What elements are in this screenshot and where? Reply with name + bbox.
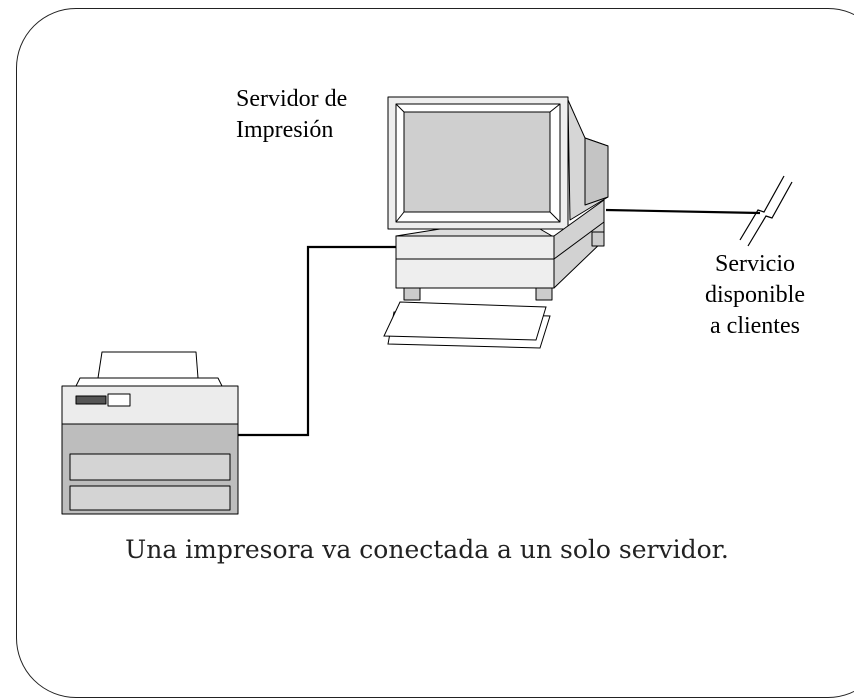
diagram-canvas	[61, 96, 793, 515]
service-label-line3: a clientes	[710, 313, 800, 339]
print-server-computer-icon	[387, 96, 609, 301]
keyboard-icon	[383, 301, 551, 349]
service-label-line1: Servicio	[715, 251, 795, 277]
printer-icon	[61, 351, 239, 515]
printer-server-cable	[238, 245, 396, 437]
network-lightning-icon	[739, 175, 793, 247]
server-network-cable	[605, 208, 761, 215]
server-label: Servidor de Impresión	[236, 84, 347, 146]
server-label-line1: Servidor de	[236, 86, 348, 112]
service-label-line2: disponible	[705, 282, 805, 308]
service-label: Servicio disponible a clientes	[684, 249, 826, 342]
server-label-line2: Impresión	[236, 117, 334, 143]
diagram-caption: Una impresora va conectada a un solo ser…	[125, 535, 729, 564]
